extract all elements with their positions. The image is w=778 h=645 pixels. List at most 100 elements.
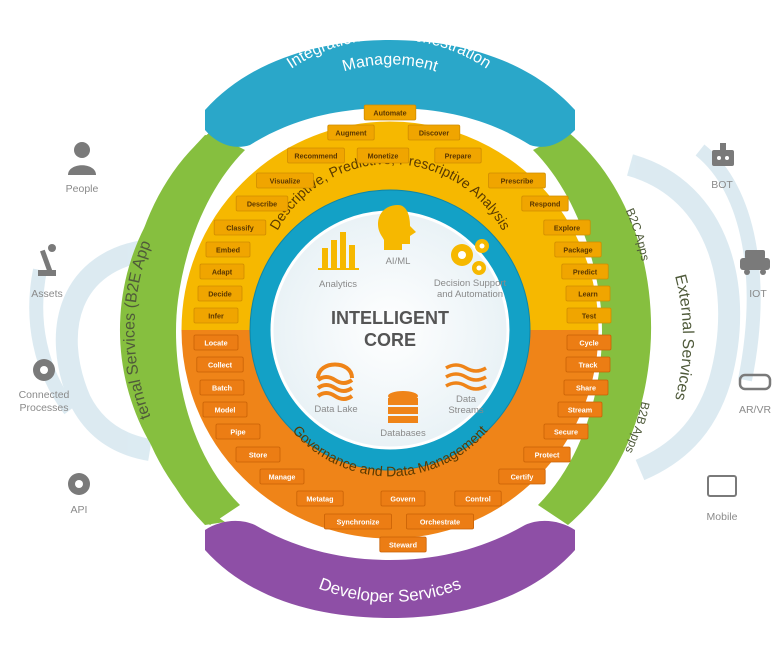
developer-services-band bbox=[205, 520, 575, 618]
yellow-tag-box bbox=[193, 307, 239, 324]
robot-arm-icon bbox=[38, 244, 56, 276]
orange-tag-cycle: Cycle bbox=[579, 339, 598, 348]
databases-label: Databases bbox=[380, 428, 426, 439]
orange-tag-box bbox=[557, 401, 603, 418]
connected-label-2: Processes bbox=[19, 402, 68, 414]
orange-tag-box bbox=[543, 423, 589, 440]
decision-label-1: Decision Support bbox=[434, 278, 507, 289]
yellow-tag-decide: Decide bbox=[208, 290, 232, 299]
person-icon bbox=[68, 142, 96, 175]
yellow-tag-box bbox=[543, 219, 591, 236]
left-endpoints: People Assets Connected Processes API bbox=[19, 142, 99, 516]
car-icon bbox=[740, 250, 770, 275]
api-label: API bbox=[71, 504, 88, 516]
analytics-label: Analytics bbox=[319, 279, 357, 290]
people-label: People bbox=[66, 183, 99, 195]
yellow-tag-prepare: Prepare bbox=[445, 152, 472, 161]
intelligent-core bbox=[272, 212, 508, 448]
yellow-tag-box bbox=[561, 263, 609, 280]
orange-tag-metatag: Metatag bbox=[306, 495, 333, 504]
orange-tag-box bbox=[563, 379, 609, 396]
yellow-tag-describe: Describe bbox=[247, 200, 277, 209]
orange-tag-box bbox=[202, 401, 248, 418]
analytics-icon bbox=[318, 232, 359, 270]
orange-tag-control: Control bbox=[465, 495, 491, 504]
data-streams-icon bbox=[445, 363, 487, 391]
yellow-tag-box bbox=[199, 263, 245, 280]
yellow-tag-package: Package bbox=[563, 246, 592, 255]
orange-tag-share: Share bbox=[576, 384, 596, 393]
orange-tag-box bbox=[454, 490, 502, 507]
vr-goggles-icon bbox=[738, 373, 772, 391]
orange-tag-steward: Steward bbox=[389, 541, 417, 550]
yellow-tag-box bbox=[554, 241, 602, 258]
ai-ml-icon bbox=[378, 205, 416, 250]
yellow-tag-box bbox=[566, 307, 612, 324]
data-lake-icon bbox=[316, 362, 354, 401]
outer-bands bbox=[119, 40, 652, 618]
orange-tag-track: Track bbox=[579, 361, 598, 370]
orange-tag-manage: Manage bbox=[269, 473, 296, 482]
api-gear-icon bbox=[68, 473, 90, 495]
connected-label-1: Connected bbox=[19, 389, 70, 401]
decision-gears-icon bbox=[451, 239, 489, 275]
ar-vr-label: AR/VR bbox=[739, 404, 772, 416]
left-flow-arrows bbox=[29, 239, 153, 461]
ai-ml-label: AI/ML bbox=[386, 256, 411, 267]
orange-tag-orchestrate: Orchestrate bbox=[420, 518, 460, 527]
yellow-tag-discover: Discover bbox=[419, 129, 450, 138]
orange-tag-locate: Locate bbox=[204, 339, 227, 348]
yellow-tag-automate: Automate bbox=[373, 109, 406, 118]
orange-tag-box bbox=[199, 379, 245, 396]
yellow-tag-recommend: Recommend bbox=[294, 152, 337, 161]
yellow-tag-box bbox=[213, 219, 267, 236]
orange-tag-collect: Collect bbox=[208, 361, 233, 370]
orange-tag-box bbox=[498, 468, 546, 485]
bot-label: BOT bbox=[711, 179, 733, 191]
data-streams-label-1: Data bbox=[456, 394, 477, 405]
databases-icon bbox=[388, 391, 418, 423]
iot-label: IOT bbox=[749, 288, 767, 300]
orange-tag-box bbox=[215, 423, 261, 440]
yellow-tag-classify: Classify bbox=[226, 224, 254, 233]
yellow-tag-box bbox=[287, 147, 345, 164]
gear-icon bbox=[33, 359, 55, 381]
yellow-tag-box bbox=[407, 124, 461, 141]
yellow-tag-infer: Infer bbox=[208, 312, 224, 321]
orange-tag-box bbox=[380, 490, 426, 507]
data-streams-label-2: Streams bbox=[448, 405, 484, 416]
yellow-tag-box bbox=[205, 241, 251, 258]
core-title-1: INTELLIGENT bbox=[331, 308, 449, 328]
yellow-tag-test: Test bbox=[582, 312, 597, 321]
orange-tag-govern: Govern bbox=[390, 495, 415, 504]
orange-tag-store: Store bbox=[249, 451, 267, 460]
yellow-tag-box bbox=[521, 195, 569, 212]
yellow-tag-box bbox=[356, 147, 410, 164]
integration-band bbox=[205, 40, 575, 147]
orange-tag-box bbox=[296, 490, 344, 507]
yellow-tag-learn: Learn bbox=[578, 290, 598, 299]
yellow-tag-box bbox=[565, 285, 611, 302]
yellow-tag-monetize: Monetize bbox=[368, 152, 399, 161]
orange-tag-batch: Batch bbox=[212, 384, 232, 393]
orange-tag-box bbox=[193, 334, 239, 351]
orange-tag-certify: Certify bbox=[511, 473, 534, 482]
yellow-tag-box bbox=[363, 104, 417, 121]
orange-tag-box bbox=[379, 536, 427, 553]
core-title-2: CORE bbox=[364, 330, 416, 350]
orange-tag-synchronize: Synchronize bbox=[337, 518, 380, 527]
yellow-tag-adapt: Adapt bbox=[212, 268, 233, 277]
orange-tag-box bbox=[235, 446, 281, 463]
yellow-tag-respond: Respond bbox=[530, 200, 561, 209]
yellow-tag-box bbox=[434, 147, 482, 164]
orange-tag-box bbox=[566, 334, 612, 351]
yellow-tag-augment: Augment bbox=[335, 129, 367, 138]
yellow-tag-box bbox=[235, 195, 289, 212]
yellow-tag-predict: Predict bbox=[573, 268, 598, 277]
yellow-tag-box bbox=[256, 172, 314, 189]
yellow-tag-explore: Explore bbox=[554, 224, 580, 233]
